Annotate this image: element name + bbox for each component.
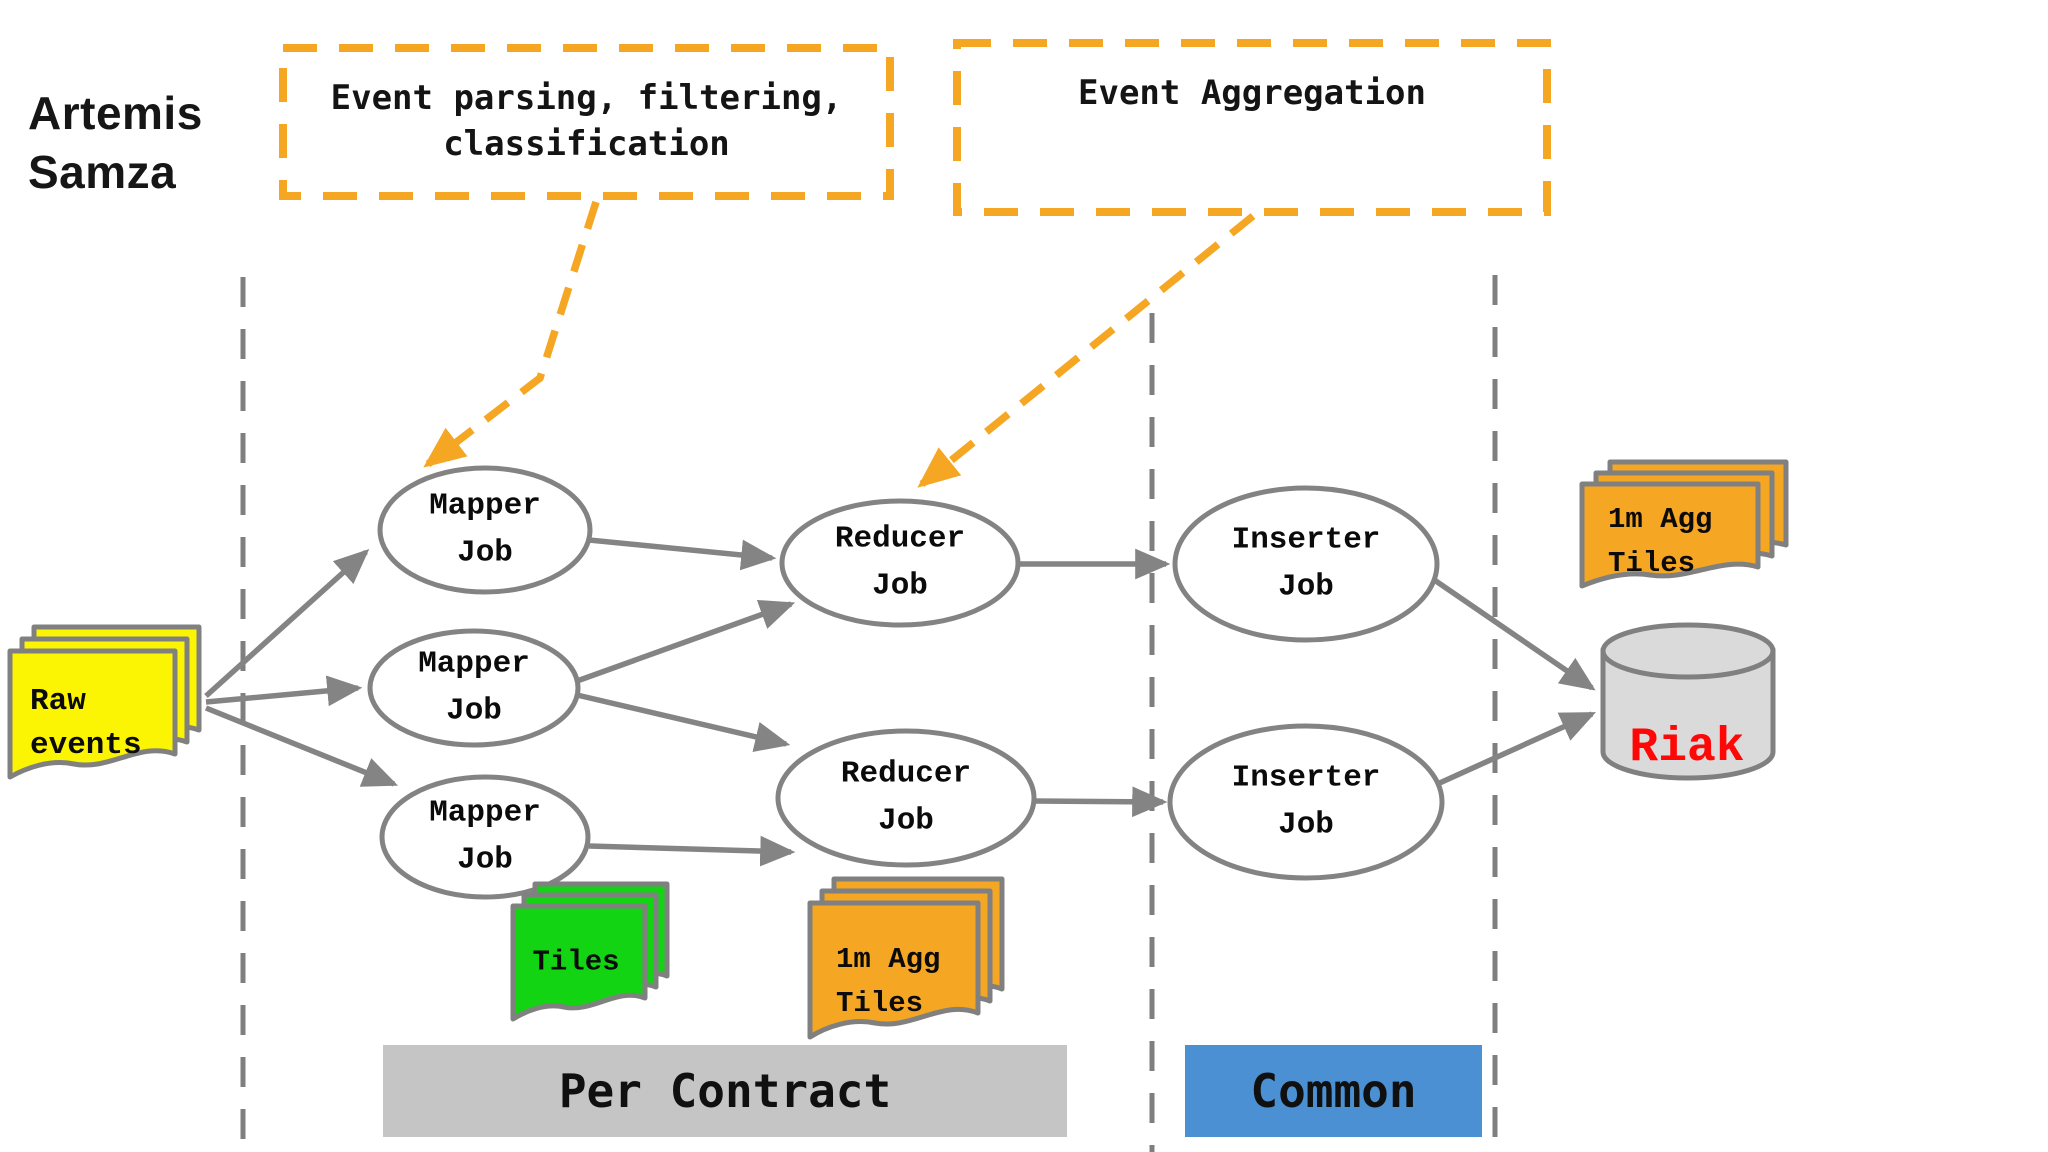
node-inserter1-label: Inserter Job xyxy=(1231,522,1381,605)
edge-inserter2-riak xyxy=(1431,711,1597,789)
node-reducer2-label: Reducer Job xyxy=(840,756,972,839)
doc-stack-agg-tiles-mid xyxy=(807,876,1005,1040)
callout-parsing-box xyxy=(279,44,894,200)
callout-aggregation-box xyxy=(953,39,1551,216)
node-inserter1-ellipse xyxy=(1172,485,1440,643)
agg-tiles-mid-label: 1m Agg Tiles xyxy=(836,943,941,1020)
edge-mapper2-reducer1 xyxy=(576,599,796,684)
node-mapper2-ellipse xyxy=(367,628,581,748)
node-mapper1-label: Mapper Job xyxy=(429,488,541,571)
doc-stack-raw-events xyxy=(7,624,202,780)
edge-raw-mapper3 xyxy=(204,705,399,787)
node-reducer2-ellipse xyxy=(775,728,1037,868)
raw-events-label: Raw events xyxy=(30,684,142,764)
lane-label-per-contract: Per Contract xyxy=(383,1045,1067,1137)
node-mapper3-label: Mapper Job xyxy=(429,795,541,878)
edge-reducer2-inserter2 xyxy=(1034,786,1168,818)
edge-mapper1-reducer1 xyxy=(588,537,777,571)
callout-parsing-label: Event parsing, filtering, classification xyxy=(330,78,843,164)
lane-label-common: Common xyxy=(1185,1045,1482,1137)
agg-tiles-out-label: 1m Agg Tiles xyxy=(1608,503,1713,580)
per-contract-text: Per Contract xyxy=(558,1064,892,1118)
node-mapper2-label: Mapper Job xyxy=(418,646,530,729)
diagram-title: Artemis Samza xyxy=(28,87,203,198)
callout-arrow-aggregation xyxy=(917,213,1256,488)
doc-stack-tiles xyxy=(510,881,670,1022)
edge-inserter1-riak xyxy=(1428,574,1596,691)
callout-arrow-parsing xyxy=(423,200,600,468)
edge-mapper3-reducer2 xyxy=(588,835,796,867)
tiles-label: Tiles xyxy=(532,945,620,979)
callout-aggregation-label: Event Aggregation xyxy=(1078,73,1426,113)
doc-stack-agg-tiles-out xyxy=(1579,459,1789,589)
edge-raw-mapper1 xyxy=(204,549,370,699)
node-reducer1-ellipse xyxy=(779,498,1021,628)
riak-label: Riak xyxy=(1629,721,1745,775)
riak-cylinder xyxy=(1600,622,1776,781)
node-reducer1-label: Reducer Job xyxy=(834,521,966,604)
common-text: Common xyxy=(1250,1064,1417,1118)
node-mapper1-ellipse xyxy=(377,465,593,595)
node-mapper3-ellipse xyxy=(379,774,591,900)
node-inserter2-ellipse xyxy=(1167,723,1445,881)
edge-raw-mapper2 xyxy=(205,675,363,707)
edge-mapper2-reducer2 xyxy=(576,692,791,752)
node-inserter2-label: Inserter Job xyxy=(1231,760,1381,843)
